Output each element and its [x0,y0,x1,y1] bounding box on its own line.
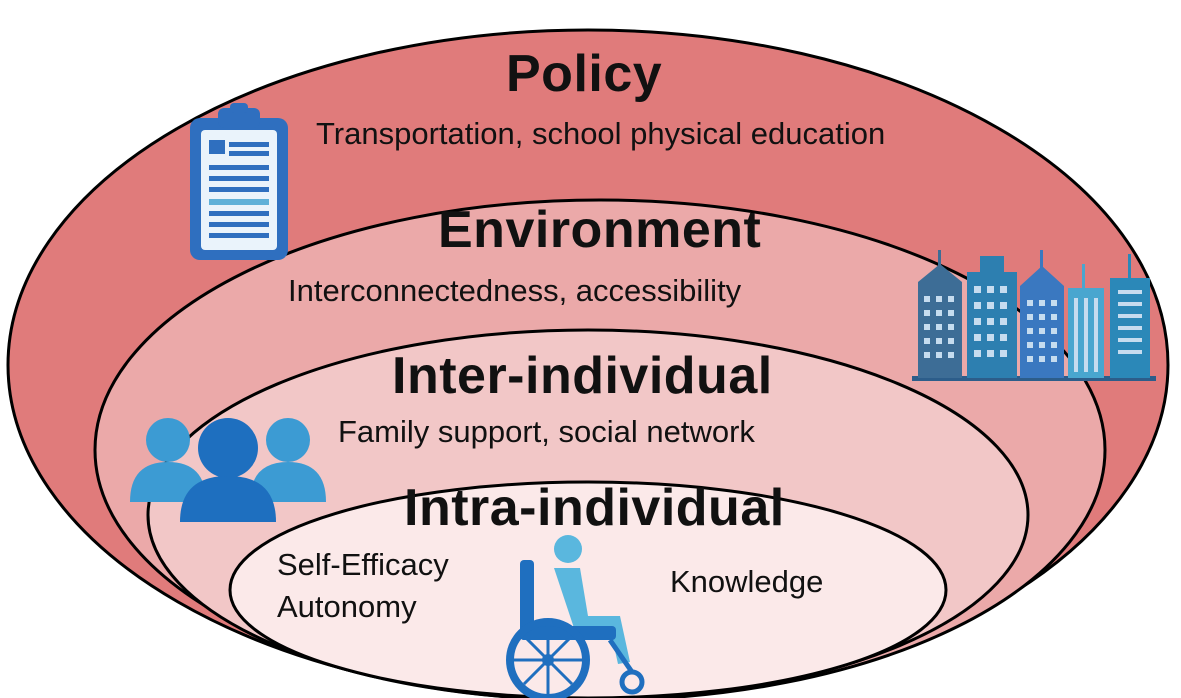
intra-individual-title: Intra-individual [404,479,785,537]
inter-individual-description: Family support, social network [338,414,755,449]
environment-description: Interconnectedness, accessibility [288,273,742,308]
inter-individual-title: Inter-individual [392,347,773,405]
people-group-icon [130,418,326,522]
wheelchair-user-icon [506,535,645,698]
policy-title: Policy [506,45,663,103]
intra-individual-item-self-efficacy: Self-Efficacy [277,547,449,582]
intra-individual-item-autonomy: Autonomy [277,589,417,624]
environment-title: Environment [438,201,762,259]
intra-individual-item-knowledge: Knowledge [670,564,824,599]
city-buildings-icon [912,250,1156,381]
policy-description: Transportation, school physical educatio… [316,116,886,151]
clipboard-icon [190,103,288,260]
intra-individual-layer-ellipse [228,480,948,698]
